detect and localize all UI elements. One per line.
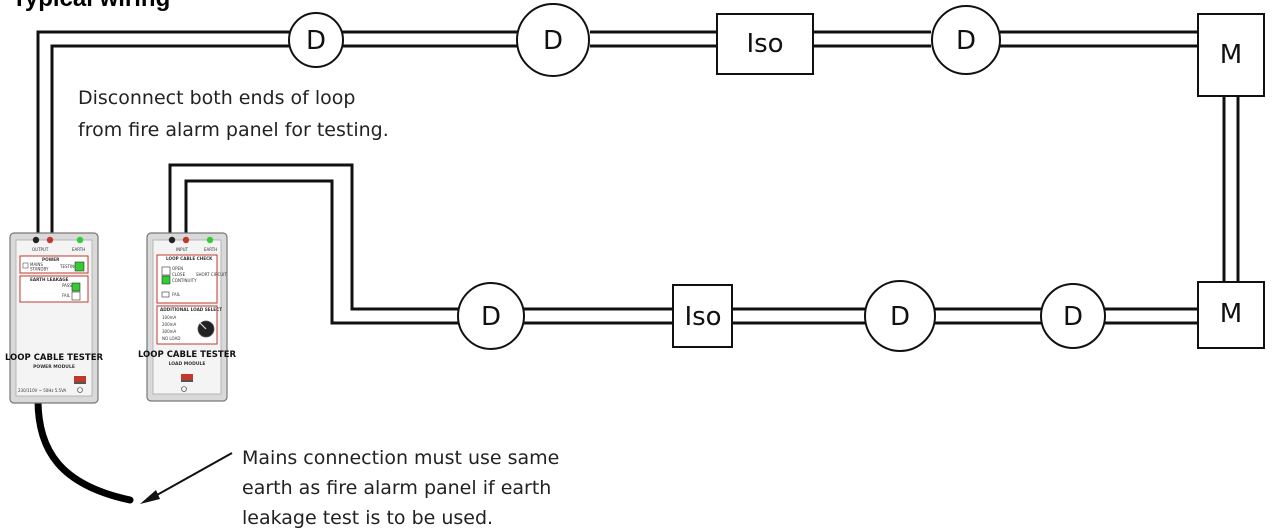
- device-top-2: D: [516, 3, 590, 77]
- output-jack-black: [32, 236, 40, 244]
- svg-text:M: M: [1220, 40, 1242, 70]
- svg-text:FAIL: FAIL: [172, 292, 181, 297]
- svg-text:POWER: POWER: [42, 257, 60, 262]
- module-bottom-m: M: [1197, 281, 1265, 349]
- cable-bottom-outer: [168, 163, 458, 311]
- module-top-m: M: [1197, 13, 1265, 97]
- isolator-top: Iso: [716, 13, 814, 75]
- load-earth-jack-green: [206, 236, 214, 244]
- device-bottom-4: D: [1040, 283, 1106, 349]
- svg-text:D: D: [481, 302, 501, 332]
- svg-text:NO LOAD: NO LOAD: [162, 336, 180, 341]
- input-jack-black: [168, 236, 176, 244]
- note-mains-line1: Mains connection must use same: [242, 447, 559, 469]
- output-jack-red: [46, 236, 54, 244]
- load-module: INPUT EARTH LOOP CABLE CHECK OPEN CLOSE …: [138, 232, 237, 402]
- input-jack-red: [182, 236, 190, 244]
- svg-text:100mA: 100mA: [162, 315, 177, 320]
- svg-text:Iso: Iso: [746, 29, 783, 59]
- svg-text:D: D: [956, 26, 976, 56]
- power-module: OUTPUT EARTH POWER MAINS STANDBY TESTING…: [5, 232, 104, 404]
- svg-text:ADDITIONAL LOAD SELECT: ADDITIONAL LOAD SELECT: [160, 307, 222, 312]
- page-heading: Typical wiring: [12, 0, 170, 12]
- cable-top-outer: [36, 30, 290, 238]
- svg-text:Iso: Iso: [684, 302, 721, 332]
- device-bottom-1: D: [457, 282, 525, 350]
- svg-text:FAIL: FAIL: [62, 293, 71, 298]
- svg-text:M: M: [1220, 299, 1242, 329]
- note-mains-line3: leakage test is to be used.: [242, 507, 493, 529]
- svg-text:D: D: [306, 26, 326, 56]
- svg-text:LOOP CABLE CHECK: LOOP CABLE CHECK: [166, 256, 213, 261]
- note-mains-line2: earth as fire alarm panel if earth: [242, 477, 551, 499]
- svg-text:LOOP CABLE TESTER: LOOP CABLE TESTER: [5, 353, 104, 363]
- load-module-logo: [181, 374, 193, 382]
- svg-text:D: D: [1063, 302, 1083, 332]
- isolator-bottom: Iso: [672, 284, 733, 348]
- svg-text:CONTINUITY: CONTINUITY: [172, 278, 197, 283]
- svg-text:D: D: [543, 26, 563, 56]
- svg-text:200mA: 200mA: [162, 322, 177, 327]
- svg-text:INPUT: INPUT: [176, 247, 189, 252]
- svg-text:EARTH: EARTH: [204, 247, 217, 252]
- svg-text:230/110V ~ 50Hz 5.5VA: 230/110V ~ 50Hz 5.5VA: [18, 388, 67, 393]
- mains-arrow: [140, 452, 233, 504]
- mains-lead: [34, 396, 134, 504]
- svg-text:POWER MODULE: POWER MODULE: [33, 364, 75, 370]
- device-top-1: D: [288, 12, 344, 68]
- earth-jack-green: [76, 236, 84, 244]
- svg-text:D: D: [890, 302, 910, 332]
- note-disconnect-line1: Disconnect both ends of loop: [78, 87, 355, 109]
- svg-text:EARTH LEAKAGE: EARTH LEAKAGE: [30, 277, 69, 282]
- power-module-logo: [74, 376, 86, 384]
- device-top-4: D: [931, 5, 1001, 75]
- svg-text:MAINS: MAINS: [30, 262, 43, 267]
- svg-text:PASS: PASS: [62, 283, 72, 288]
- cable-top-inner: [50, 44, 290, 238]
- svg-text:CLOSE: CLOSE: [172, 272, 186, 277]
- svg-text:OUTPUT: OUTPUT: [32, 247, 49, 252]
- svg-text:300mA: 300mA: [162, 329, 177, 334]
- svg-text:SHORT CIRCUIT: SHORT CIRCUIT: [196, 272, 227, 277]
- svg-text:LOOP CABLE TESTER: LOOP CABLE TESTER: [138, 350, 237, 360]
- cable-bottom-inner: [184, 179, 458, 325]
- svg-text:LOAD MODULE: LOAD MODULE: [169, 361, 206, 367]
- note-disconnect-line2: from fire alarm panel for testing.: [78, 119, 389, 141]
- svg-text:EARTH: EARTH: [72, 247, 85, 252]
- svg-text:STANDBY: STANDBY: [30, 267, 49, 272]
- svg-text:OPEN: OPEN: [172, 266, 183, 271]
- loop-cable: [36, 30, 1240, 325]
- svg-text:TESTING: TESTING: [59, 264, 77, 269]
- device-bottom-3: D: [864, 280, 936, 352]
